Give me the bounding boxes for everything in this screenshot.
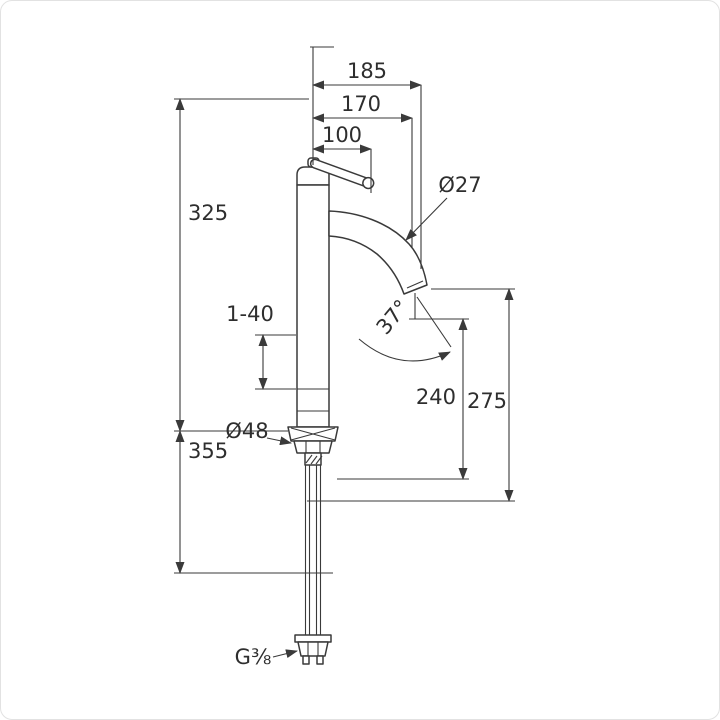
dim-label-reach-outlet: 170 [341, 92, 381, 116]
thread-hatch-1 [305, 454, 313, 464]
dim-label-length-below-deck: 355 [188, 439, 228, 463]
leader-base-diameter [266, 436, 292, 446]
dim-group-spout-diameter: Ø27 [405, 173, 482, 241]
threaded-shank [304, 452, 322, 466]
dim-group-base-diameter: Ø48 [225, 419, 292, 446]
dim-label-base-diameter: Ø48 [225, 419, 268, 443]
dim-group-connection: G⅜ [235, 645, 298, 669]
dim-label-handle-projection: 100 [322, 123, 362, 147]
dim-label-height-above-deck: 325 [188, 201, 228, 225]
spout-outlet-line [406, 280, 424, 289]
faucet-body [296, 184, 330, 428]
leader-spout-diameter [405, 197, 448, 241]
dim-label-spout-angle: 37° [372, 295, 414, 339]
angle-reference-line [416, 296, 452, 348]
dim-label-outlet-height: 240 [416, 385, 456, 409]
dim-group-angle: 37° [358, 295, 452, 362]
dim-group-left: 325 355 [174, 98, 333, 574]
thread-hatch-3 [315, 455, 323, 465]
gasket-cross-2 [290, 427, 336, 441]
angle-arc [358, 338, 451, 362]
thread-hatch-2 [310, 455, 318, 465]
faucet-figure [287, 157, 428, 665]
dim-label-spout-diameter: Ø27 [438, 173, 481, 197]
dim-group-clamping: 1-40 [226, 302, 296, 390]
dim-group-top: 185 170 100 [310, 46, 422, 269]
dim-label-clamping-range: 1-40 [226, 302, 274, 326]
dim-label-spout-tip-height: 275 [467, 389, 507, 413]
supply-pipes [304, 465, 322, 635]
connection-fitting [294, 634, 332, 665]
leader-connection [272, 649, 298, 659]
dim-label-connection-thread: G⅜ [235, 645, 272, 669]
base-nut [293, 440, 333, 454]
dim-group-right: 240 275 [307, 288, 515, 502]
faucet-spout [328, 210, 428, 295]
dim-label-reach-total: 185 [347, 59, 387, 83]
